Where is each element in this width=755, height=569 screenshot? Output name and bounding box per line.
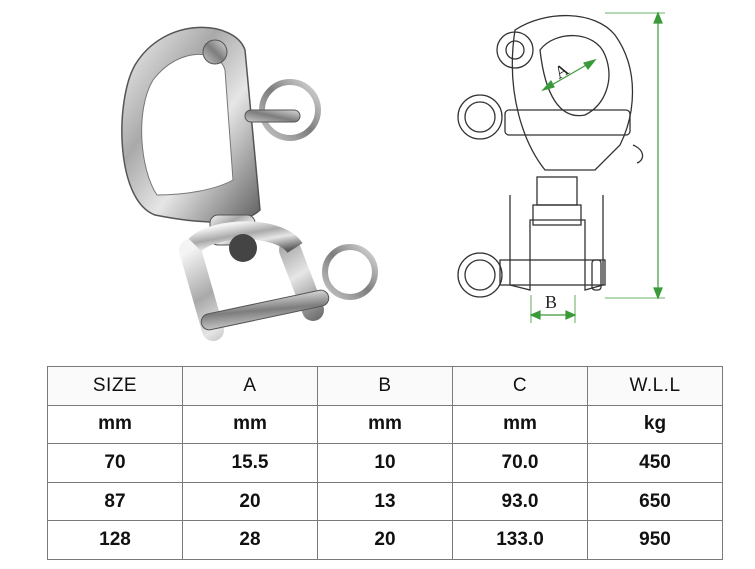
header-b: B [317, 366, 453, 406]
cell-size: 128 [47, 520, 183, 560]
dimension-a-label: A [551, 59, 572, 83]
cell-b: 13 [317, 481, 453, 522]
dimension-b-label: B [545, 292, 557, 312]
jaw-outline [509, 195, 604, 291]
header-row: SIZE A B C W.L.L [47, 366, 723, 406]
cell-c: 70.0 [452, 443, 588, 483]
header-c: C [452, 366, 588, 406]
table-row: 70 15.5 10 70.0 450 [47, 443, 723, 483]
unit-cell: mm [47, 404, 183, 445]
cell-a: 15.5 [182, 443, 318, 483]
spec-table: SIZE A B C W.L.L mm mm mm mm kg 70 15.5 … [47, 366, 723, 560]
technical-drawing: A B [457, 11, 665, 323]
unit-cell: mm [317, 404, 453, 445]
header-a: A [182, 366, 318, 406]
unit-cell: mm [452, 404, 588, 445]
cell-c: 133.0 [452, 520, 588, 560]
unit-cell: mm [182, 404, 318, 445]
cell-wll: 450 [587, 443, 723, 483]
ring-left-top [457, 94, 503, 140]
ring-left-bottom [457, 252, 503, 298]
plunger-pin [244, 109, 301, 123]
cell-a: 28 [182, 520, 318, 560]
cell-c: 93.0 [452, 481, 588, 522]
product-photo [121, 26, 378, 341]
cell-b: 10 [317, 443, 453, 483]
header-wll: W.L.L [587, 366, 723, 406]
cell-wll: 950 [587, 520, 723, 560]
cell-a: 20 [182, 481, 318, 522]
hook-outline [511, 14, 634, 171]
unit-cell: kg [587, 404, 723, 445]
cell-b: 20 [317, 520, 453, 560]
table-row: 128 28 20 133.0 950 [47, 520, 723, 560]
header-size: SIZE [47, 366, 183, 406]
table-row: 87 20 13 93.0 650 [47, 481, 723, 522]
cell-size: 87 [47, 481, 183, 522]
units-row: mm mm mm mm kg [47, 404, 723, 445]
cell-size: 70 [47, 443, 183, 483]
pull-ring-bottom [322, 244, 378, 300]
cell-wll: 650 [587, 481, 723, 522]
